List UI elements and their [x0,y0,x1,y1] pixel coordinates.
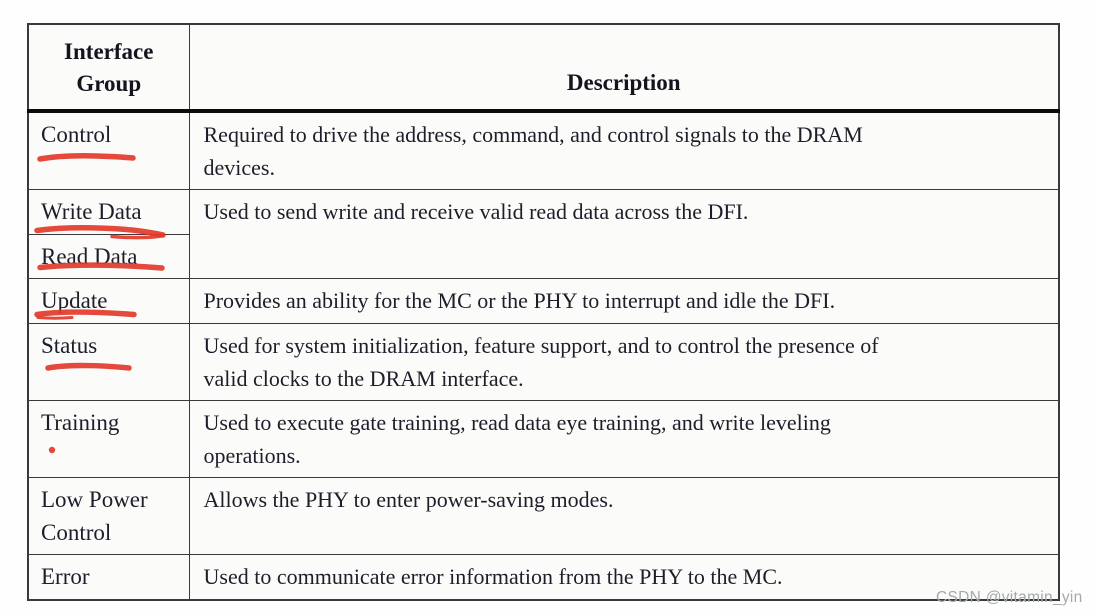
description-cell: Provides an ability for the MC or the PH… [188,277,1060,324]
description-cell: Allows the PHY to enter power-saving mod… [188,476,1060,555]
table-row-update: Update Provides an ability for the MC or… [27,277,1060,324]
description-cell: Used to execute gate training, read data… [188,399,1060,478]
description-line: operations. [203,442,301,468]
table-row-write-data: Write Data Used to send write and receiv… [27,188,1060,279]
description-cell: Used to send write and receive valid rea… [188,188,1060,279]
description-line: devices. [203,155,275,180]
table-header-row: Interface Group Description [27,23,1060,113]
table-row-status: Status Used for system initialization, f… [27,322,1060,401]
watermark: CSDN @vitamin_yin [936,589,1083,606]
table-row-control: Control Required to drive the address, c… [27,110,1060,190]
description-line: Allows the PHY to enter power-saving mod… [203,486,614,512]
description-line: Used to communicate error information fr… [203,563,783,589]
group-cell: Control [27,110,190,190]
description-line: Used to send write and receive valid rea… [203,198,749,224]
description-cell: Used to communicate error information fr… [188,553,1060,601]
group-cell: Low Power Control [27,476,190,555]
table-row-training: Training Used to execute gate training, … [27,399,1060,478]
group-cell: Update [27,277,190,324]
description-line: Provides an ability for the MC or the PH… [203,287,836,313]
description-line: valid clocks to the DRAM interface. [203,365,524,391]
group-cell: Write Data [27,188,190,235]
group-cell: Status [27,322,190,401]
group-cell: Error [27,553,190,601]
description-line: Required to drive the address, command, … [203,122,863,147]
description-cell: Required to drive the address, command, … [188,110,1060,190]
description-cell: Used for system initialization, feature … [188,322,1060,401]
group-cell: Read Data [27,233,190,279]
column-header-description: Description [188,23,1060,113]
group-cell: Training [27,399,190,478]
description-line: Used for system initialization, feature … [203,332,879,358]
description-line: Used to execute gate training, read data… [203,409,831,435]
table-row-error: Error Used to communicate error informat… [27,553,1060,601]
interface-group-table: Interface Group Description Control Requ… [27,23,1060,601]
column-header-interface-group: Interface Group [27,23,190,113]
table-row-low-power-control: Low Power Control Allows the PHY to ente… [27,476,1060,555]
